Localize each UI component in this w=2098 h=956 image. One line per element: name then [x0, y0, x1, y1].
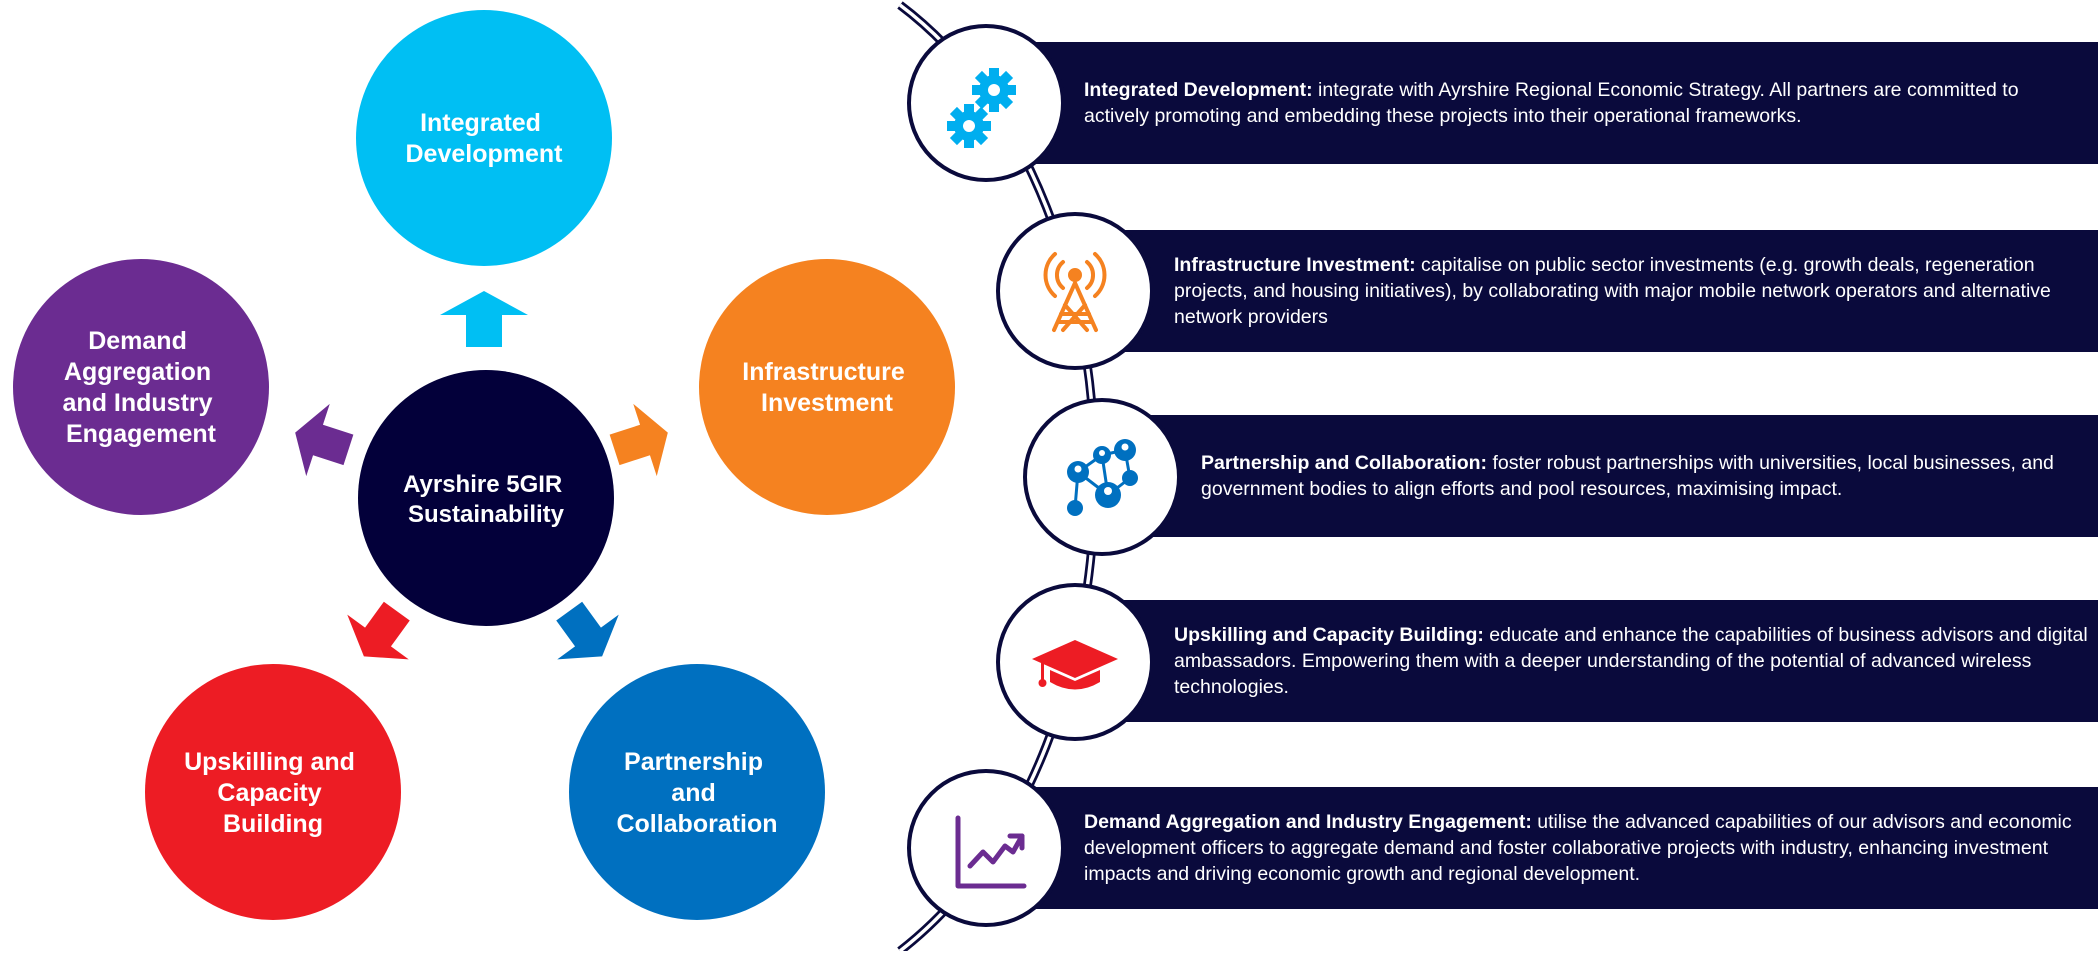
detail-panel-integrated	[1030, 42, 2098, 164]
icon-circle-infrastructure	[996, 212, 1154, 370]
icon-circle-demand	[907, 769, 1065, 927]
graduation-cap-icon	[1032, 640, 1118, 690]
detail-integrated-text: Integrated Development: integrate with A…	[1084, 77, 2088, 129]
detail-infrastructure-title: Infrastructure Investment:	[1174, 254, 1416, 276]
detail-panel-infrastructure	[1120, 230, 2098, 352]
detail-panel-partnership	[1148, 415, 2098, 537]
detail-integrated: Integrated Development: integrate with A…	[1084, 42, 2098, 164]
network-people-icon	[1067, 439, 1138, 516]
detail-partnership-title: Partnership and Collaboration:	[1201, 452, 1488, 474]
infrastructure-investment-label: Infrastructure Investment	[742, 358, 912, 417]
partnership-collaboration-circle	[569, 664, 825, 920]
demand-aggregation-label: Demand Aggregation and Industry Engageme…	[63, 327, 220, 448]
arrow-left-icon	[295, 403, 354, 477]
detail-infrastructure-body: capitalise on public sector investments …	[1174, 254, 2051, 328]
demand-aggregation-circle	[13, 259, 269, 515]
detail-infrastructure-text: Infrastructure Investment: capitalise on…	[1174, 252, 2088, 330]
arrow-down-right-icon	[556, 601, 619, 660]
detail-upskilling: Upskilling and Capacity Building: educat…	[1174, 600, 2098, 722]
cell-tower-icon	[1043, 252, 1107, 332]
detail-partnership-body: foster robust partnerships with universi…	[1201, 452, 2054, 500]
integrated-development-circle	[356, 10, 612, 266]
detail-integrated-body: integrate with Ayrshire Regional Economi…	[1084, 79, 2019, 127]
detail-panel-upskilling	[1120, 600, 2098, 722]
upskilling-capacity-circle	[145, 664, 401, 920]
center-circle	[358, 370, 614, 626]
detail-infrastructure: Infrastructure Investment: capitalise on…	[1174, 230, 2098, 352]
detail-partnership: Partnership and Collaboration: foster ro…	[1201, 415, 2098, 537]
detail-demand-title: Demand Aggregation and Industry Engageme…	[1084, 811, 1532, 833]
integrated-development-label: Integrated Development	[406, 109, 564, 168]
arrow-right-icon	[609, 403, 668, 477]
detail-panel-demand	[1030, 787, 2098, 909]
arrow-up-icon	[440, 291, 528, 347]
detail-upskilling-text: Upskilling and Capacity Building: educat…	[1174, 622, 2088, 700]
detail-demand-body: utilise the advanced capabilities of our…	[1084, 811, 2072, 885]
detail-upskilling-title: Upskilling and Capacity Building:	[1174, 624, 1484, 646]
gears-icon	[947, 68, 1016, 148]
upskilling-capacity-label: Upskilling and Capacity Building	[184, 748, 362, 838]
detail-demand: Demand Aggregation and Industry Engageme…	[1084, 787, 2098, 909]
partnership-collaboration-label: Partnership and Collaboration	[616, 748, 777, 838]
growth-chart-icon	[955, 815, 1027, 889]
infrastructure-investment-circle	[699, 259, 955, 515]
detail-demand-text: Demand Aggregation and Industry Engageme…	[1084, 809, 2088, 887]
detail-integrated-title: Integrated Development:	[1084, 79, 1313, 101]
detail-partnership-text: Partnership and Collaboration: foster ro…	[1201, 450, 2088, 502]
center-label: Ayrshire 5GIR Sustainability	[403, 471, 569, 528]
arrow-down-left-icon	[347, 601, 410, 660]
detail-upskilling-body: educate and enhance the capabilities of …	[1174, 624, 2088, 698]
icon-circle-partnership	[1023, 398, 1181, 556]
